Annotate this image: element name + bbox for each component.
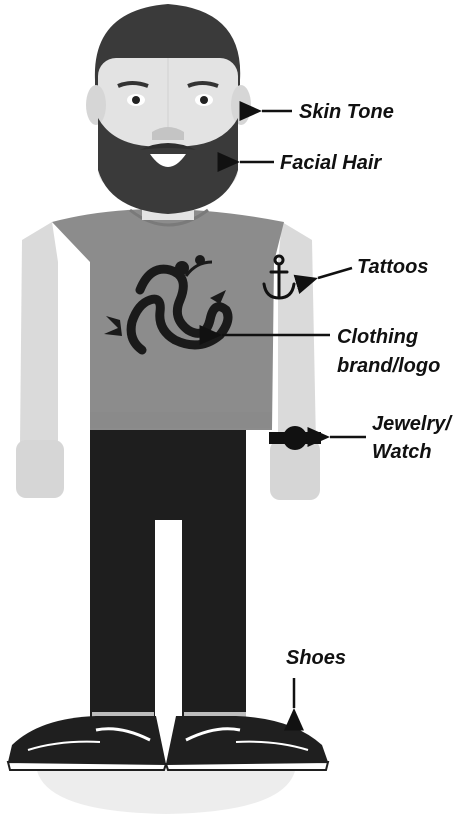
label-facial-hair: Facial Hair xyxy=(280,152,382,174)
ground-shadow xyxy=(36,766,296,814)
shirt-hem xyxy=(90,412,272,428)
ear-left xyxy=(86,85,106,125)
label-shoes: Shoes xyxy=(286,647,346,669)
left-arm xyxy=(16,222,64,498)
pants xyxy=(90,425,246,720)
arrow-tattoos xyxy=(318,268,352,278)
label-skin-tone: Skin Tone xyxy=(299,101,394,123)
label-jewelry-line2: Watch xyxy=(372,441,432,463)
shirt xyxy=(52,209,284,430)
label-clothing-line1: Clothing xyxy=(337,326,418,348)
label-clothing-line2: brand/logo xyxy=(337,355,440,377)
shoes xyxy=(8,716,328,770)
label-jewelry-line1: Jewelry/ xyxy=(372,413,453,435)
label-tattoos: Tattoos xyxy=(357,256,428,278)
ear-right xyxy=(231,85,251,125)
